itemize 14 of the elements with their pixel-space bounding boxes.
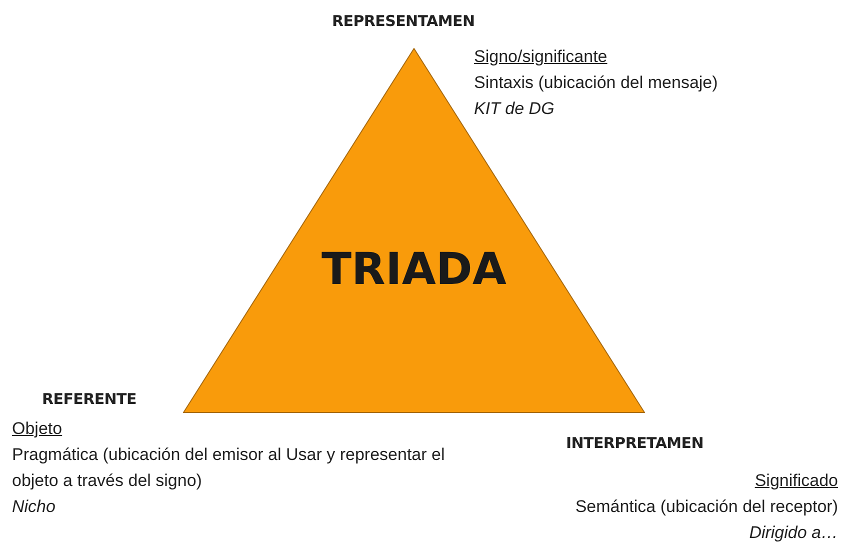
corner-heading: REFERENTE [42,389,136,410]
corner-heading: INTERPRETAMEN [566,433,704,454]
note-text: Dirigido a… [749,522,838,544]
note-text: Nicho [12,496,56,518]
description-text: Semántica (ubicación del receptor) [575,496,838,518]
triangle-shape [183,48,645,413]
triangle-title: TRIADA [322,245,506,295]
term-text: Signo/significante [474,46,608,68]
corner-heading: REPRESENTAMEN [332,11,475,32]
note-text: KIT de DG [474,98,554,120]
description-text: Sintaxis (ubicación del mensaje) [474,72,718,94]
term-text: Significado [754,470,838,492]
term-text: Objeto [12,418,62,440]
description-text: Pragmática (ubicación del emisor al Usar y representar el objeto a través del signo) [12,444,446,492]
